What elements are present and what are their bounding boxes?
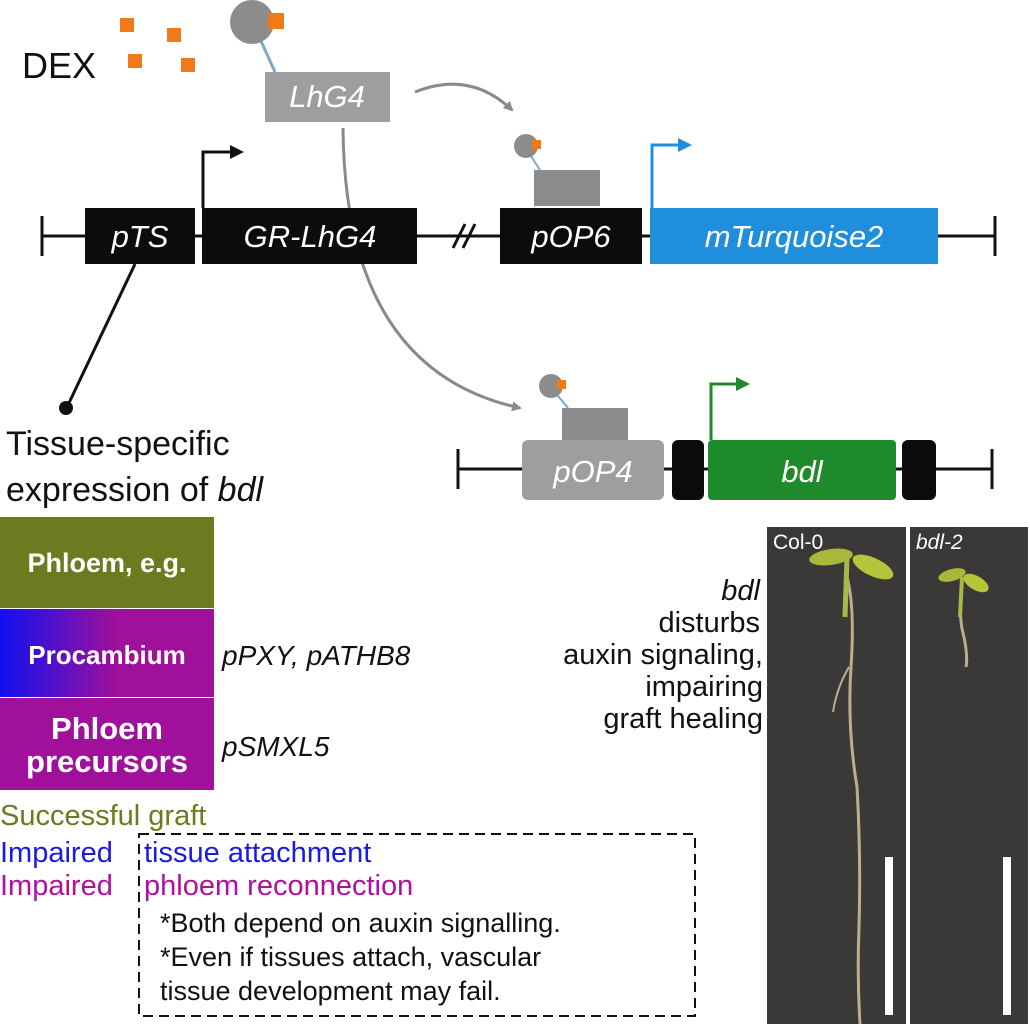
svg-text:graft healing: graft healing — [603, 703, 763, 735]
driver-construct: pTS GR-LhG4 pOP6 mTurquoise2 — [40, 134, 997, 264]
callout-line — [66, 263, 137, 406]
pop6-label: pOP6 — [530, 219, 611, 254]
scalebar-bdl2 — [1003, 857, 1011, 1015]
gr-lhg4-box — [202, 208, 417, 264]
note-2: *Even if tissues attach, vascular — [160, 942, 541, 972]
bdl-transcription-arrow — [736, 377, 750, 391]
reporter-transcription-arrow — [678, 138, 692, 152]
pop6-box — [500, 208, 642, 264]
photo-bdl2: bdl-2 — [910, 527, 1028, 1024]
photo-label-bdl2: bdl-2 — [916, 531, 963, 554]
phloem-box — [0, 517, 214, 608]
pop4-box — [522, 440, 664, 500]
gr-domain — [230, 0, 274, 44]
svg-text:auxin signaling,: auxin signaling, — [563, 639, 763, 671]
dex-molecules — [120, 18, 195, 72]
seedling-bdl2 — [938, 568, 989, 668]
notes: *Both depend on auxin signalling. *Even … — [160, 908, 561, 1006]
bdl-gene-label: bdl — [781, 454, 823, 489]
tissue-caption-line1: Tissue-specific — [6, 425, 230, 463]
legend-reconnection-word: Impaired — [0, 870, 113, 902]
phloem-precursors-label-1: Phloem — [51, 711, 163, 746]
lhg4-label: LhG4 — [289, 79, 365, 114]
dex-square — [128, 54, 142, 68]
dex-square — [167, 28, 181, 42]
procambium-promoters: pPXY, pATHB8 — [221, 640, 411, 671]
legend: Successful graft Impaired tissue attachm… — [0, 800, 413, 902]
lhg4-box — [265, 72, 390, 122]
break-mark — [451, 223, 467, 249]
bound-lhg4 — [534, 170, 600, 206]
legend-reconnection-rest: phloem reconnection — [144, 870, 413, 902]
dex-square — [181, 58, 195, 72]
bdl-note: bdl disturbs auxin signaling, impairing … — [563, 575, 763, 735]
gr-lhg4-label: GR-LhG4 — [244, 219, 377, 254]
svg-text:impairing: impairing — [645, 671, 763, 703]
arrow-to-pop4 — [341, 127, 522, 412]
terminator-block — [902, 440, 936, 500]
svg-text:disturbs: disturbs — [658, 607, 760, 639]
pts-label: pTS — [111, 219, 169, 254]
notes-box — [138, 833, 696, 1017]
callout-dot — [59, 401, 73, 415]
pts-box — [85, 208, 195, 264]
legend-attachment-word: Impaired — [0, 837, 113, 869]
legend-successful: Successful graft — [0, 800, 206, 832]
dex-square — [120, 18, 134, 32]
arrow-to-pop6 — [414, 82, 514, 112]
seedling-col0 — [809, 548, 894, 1024]
dex-label: DEX — [22, 45, 96, 86]
phloem-label: Phloem, e.g. — [27, 548, 186, 578]
tissue-boxes: Phloem, e.g. Procambium Phloem precursor… — [0, 517, 214, 790]
lhg4-protein: LhG4 — [230, 0, 390, 122]
scalebar-col0 — [885, 857, 893, 1015]
photo-label-col0: Col-0 — [773, 531, 824, 554]
bound-lhg4-pop4 — [562, 408, 628, 440]
bdl-box — [708, 440, 896, 500]
phloem-precursors-box — [0, 698, 214, 790]
pop4-label: pOP4 — [552, 454, 632, 489]
svg-text:bdl: bdl — [721, 575, 761, 607]
spacer-block — [672, 440, 704, 500]
effector-construct: pOP4 bdl — [456, 374, 994, 500]
procambium-box — [0, 609, 214, 697]
phloem-precursors-label-2: precursors — [26, 744, 188, 779]
dex-bound-square — [268, 13, 284, 29]
note-1: *Both depend on auxin signalling. — [160, 908, 561, 938]
mturquoise2-box — [650, 208, 938, 264]
tissue-caption-line2: expression of bdl — [6, 471, 264, 509]
photo-col0: Col-0 — [767, 527, 906, 1024]
precursor-promoters: pSMXL5 — [221, 731, 330, 762]
legend-attachment-rest: tissue attachment — [144, 837, 371, 869]
note-3: tissue development may fail. — [160, 976, 501, 1006]
procambium-label: Procambium — [28, 640, 186, 670]
mturquoise2-label: mTurquoise2 — [705, 219, 884, 254]
transcription-arrow — [230, 145, 244, 159]
